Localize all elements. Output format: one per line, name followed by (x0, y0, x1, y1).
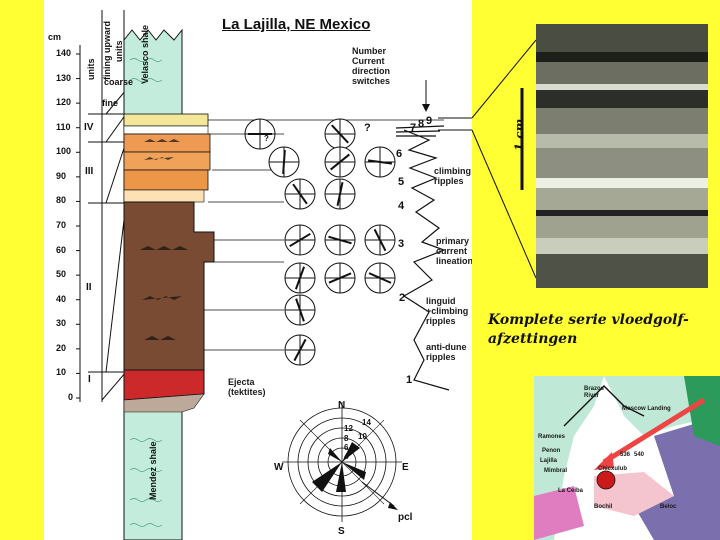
scale-tick-label: 100 (56, 146, 71, 156)
scale-unit-label: cm (48, 32, 61, 42)
map: Brazos River Moscow Landing Ramones Peno… (534, 376, 720, 540)
rose-diagram (282, 402, 402, 522)
header-units-2: units (114, 41, 124, 63)
header-units: units (86, 59, 96, 81)
unit-numeral-ii: II (86, 282, 92, 293)
question-mark: ? (364, 122, 371, 134)
map-label-536: 536 (620, 450, 630, 460)
compass-e: E (402, 462, 409, 473)
layer-iv (124, 114, 208, 126)
rose-ring-6: 6 (344, 443, 348, 452)
annotation-primary-lineation: primary current lineation (436, 236, 472, 266)
map-label-moscow: Moscow Landing (622, 404, 671, 414)
scale-tick-label: 0 (68, 392, 73, 402)
scale-tick-label: 80 (56, 195, 66, 205)
fining-arrows (102, 90, 126, 400)
rose-pcl: pcl (398, 512, 412, 523)
figure-title: La Lajilla, NE Mexico (222, 16, 370, 33)
rose-ring-12: 12 (344, 424, 353, 433)
rose-ring-14: 14 (362, 418, 371, 427)
annotation-antidune-ripples: anti-dune ripples (426, 342, 472, 362)
rose-ring-8: 8 (344, 434, 348, 443)
scale-tick-label: 40 (56, 294, 66, 304)
scale-tick-label: 110 (56, 122, 71, 132)
scale-tick-label: 140 (56, 48, 71, 58)
caption-line-1: Komplete serie vloedgolf- (488, 311, 718, 330)
header-switches: Number Current direction switches (352, 46, 390, 86)
switch-num-1: 1 (406, 374, 412, 386)
rose-ring-4: 4 (344, 452, 348, 461)
question-mark-2: ? (264, 134, 269, 143)
switch-num-3: 3 (398, 238, 404, 250)
core-photo (536, 24, 708, 288)
layer-iii-b (124, 152, 210, 170)
switch-num-7: 7 (410, 122, 416, 134)
switch-num-5: 5 (398, 176, 404, 188)
layer-ii (124, 202, 214, 370)
switch-num-6: 6 (396, 148, 402, 160)
compass-w: W (274, 462, 283, 473)
map-label-brazos: Brazos River (584, 386, 614, 400)
formation-mendez: Mendez shale (148, 441, 158, 500)
map-label-beloc: Beloc (660, 502, 676, 512)
map-label-mimbral: Mimbral (544, 466, 567, 476)
formation-velasco: Velasco shale (140, 25, 150, 84)
compass-s: S (338, 526, 345, 537)
unit-numeral-iii: III (85, 166, 93, 177)
map-label-lajilla: Lajilla (540, 456, 557, 466)
map-label-chicxulub: Chicxulub (598, 464, 627, 474)
header-fining-upward: fining upward (102, 21, 112, 80)
scale-tick-label: 30 (56, 318, 66, 328)
rose-ring-10: 10 (358, 432, 367, 441)
scale-tick-label: 10 (56, 367, 66, 377)
current-direction-circles (245, 119, 395, 365)
scale-tick-label: 20 (56, 343, 66, 353)
switch-num-4: 4 (398, 200, 404, 212)
map-label-laceiba: La Ceiba (558, 486, 583, 496)
annotation-ejecta: Ejecta (tektites) (228, 377, 274, 397)
scale-tick-label: 130 (56, 73, 71, 83)
header-fine: fine (102, 98, 118, 108)
caption: Komplete serie vloedgolf- afzettingen (488, 311, 718, 349)
unit-numeral-iv: IV (84, 122, 93, 133)
annotation-climbing-ripples: climbing ripples (434, 166, 472, 186)
switch-num-9: 9 (426, 115, 432, 127)
map-label-penon: Penon (542, 446, 560, 456)
unit-numeral-i: I (88, 374, 91, 385)
switch-num-2: 2 (399, 292, 405, 304)
compass-n: N (338, 400, 345, 411)
layer-iii-a (124, 134, 210, 152)
scale-tick-label: 60 (56, 245, 66, 255)
scale-tick-label: 70 (56, 220, 66, 230)
scale-tick-label: 120 (56, 97, 71, 107)
scale-tick-label: 50 (56, 269, 66, 279)
scale-ticks (76, 54, 80, 398)
map-label-540: 540 (634, 450, 644, 460)
scale-tick-label: 90 (56, 171, 66, 181)
map-label-ramones: Ramones (538, 432, 565, 442)
map-label-bochil: Bochil (594, 502, 612, 512)
photo-scale-label: 1 cm (512, 119, 526, 152)
annotation-linguid-ripples: linguid +climbing ripples (426, 296, 472, 326)
figure-panel: La Lajilla, NE Mexico cm 0 10 20 30 40 50 60 70… (44, 0, 472, 540)
caption-line-2: afzettingen (488, 330, 718, 349)
header-coarse: coarse (104, 77, 133, 87)
layer-iii-c (124, 170, 208, 190)
switch-num-8: 8 (418, 118, 424, 130)
